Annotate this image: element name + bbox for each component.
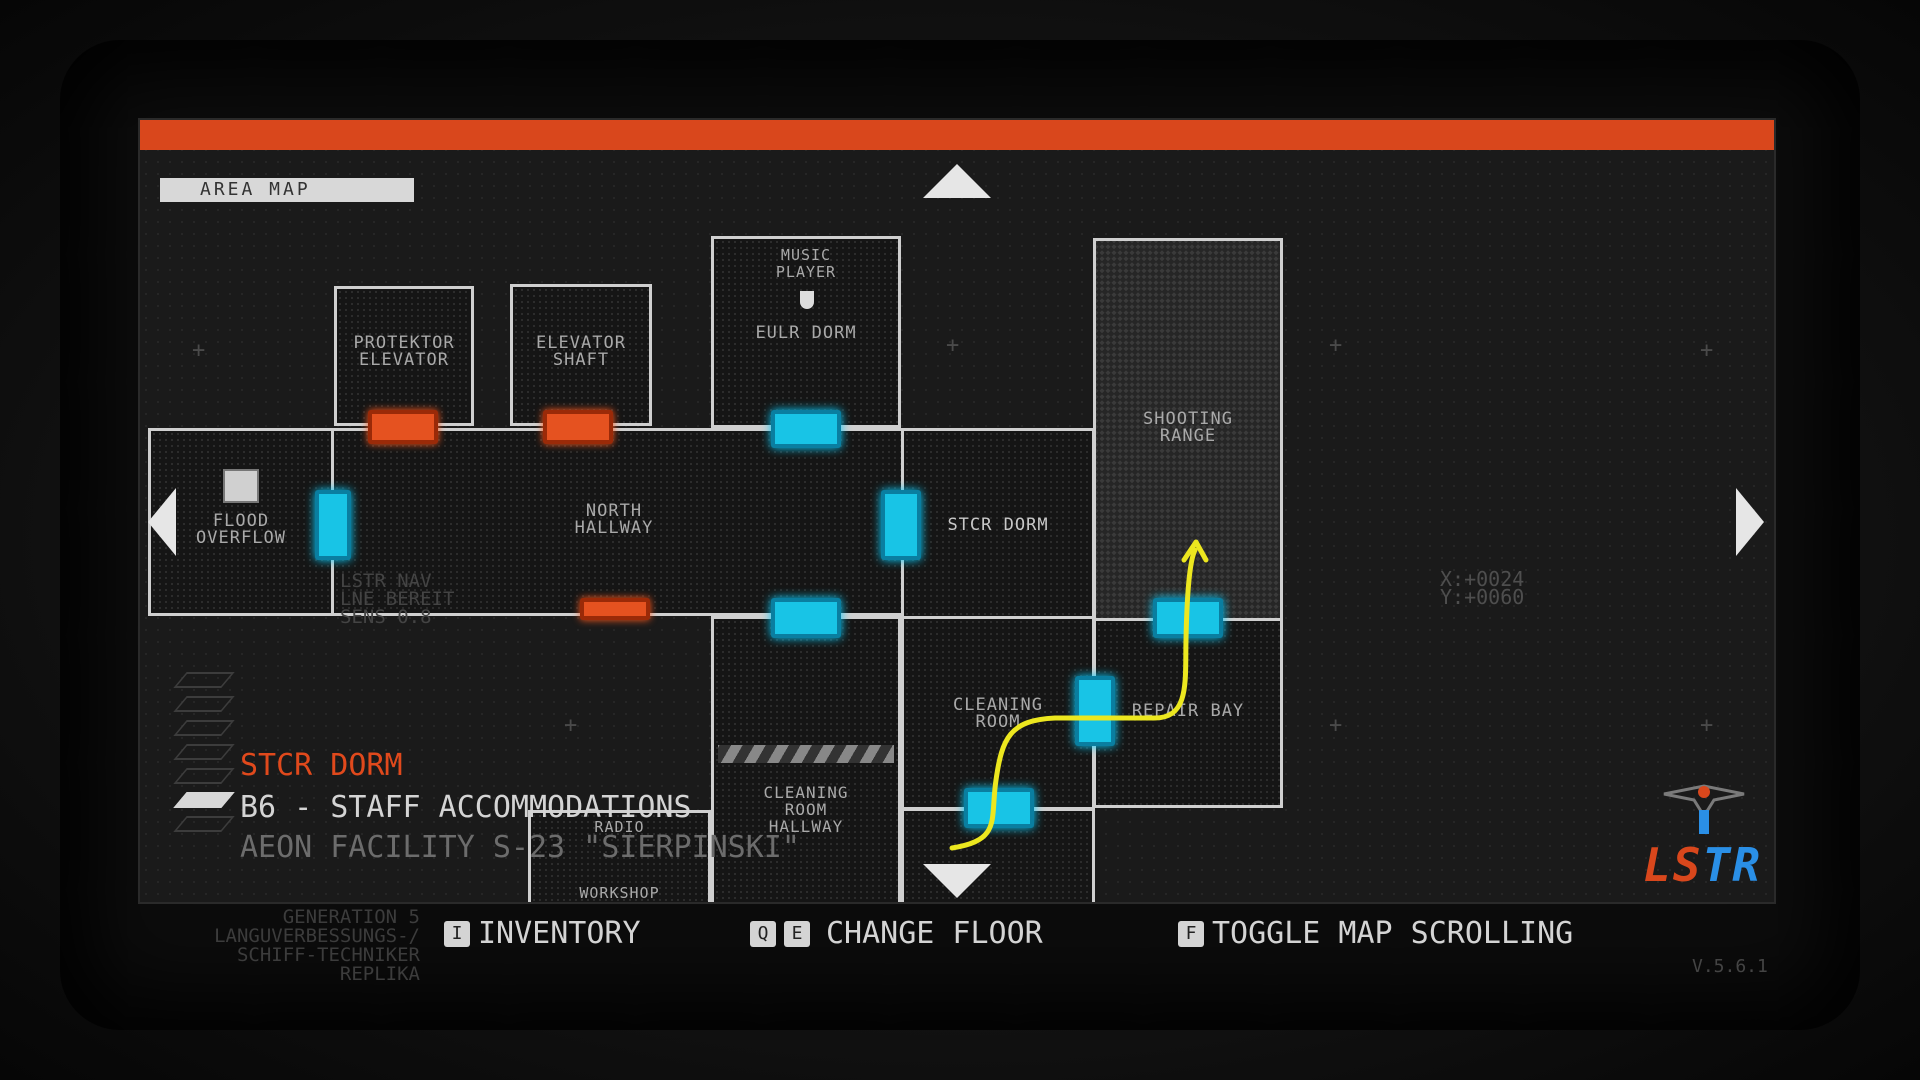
key-f-icon: F [1178,920,1204,947]
room-label: MUSIC PLAYER [775,246,837,281]
area-map-tag: AREA MAP [160,178,414,202]
map-panel: AREA MAP + + + + + + + PROTEKTOR ELEVATO… [138,118,1776,904]
scroll-right-arrow-icon[interactable] [1736,488,1764,556]
music-player-icon[interactable] [800,291,814,309]
grid-plus-icon: + [946,333,960,358]
room-label: CLEANING ROOM HALLWAY [763,783,849,836]
room-label: RADIO [594,818,645,836]
toggle-scroll-label: TOGGLE MAP SCROLLING [1212,916,1574,951]
room-protektor-elevator: PROTEKTOR ELEVATOR [334,286,474,426]
door-open[interactable] [315,490,351,560]
gen-line: LANGUVERBESSUNGS-/ [214,925,420,947]
room-label: EULR DORM [755,323,857,343]
coordinate-readout: X:+0024 Y:+0060 [1440,567,1525,609]
room-shooting-range: SHOOTING RANGE [1093,238,1283,626]
room-elevator-shaft: ELEVATOR SHAFT [510,284,652,426]
current-room: STCR DORM [240,748,403,783]
footer-bar: GENERATION 5 LANGUVERBESSUNGS-/ SCHIFF-T… [0,900,1920,1000]
lstr-emblem-icon [1663,784,1745,834]
room-label: NORTH HALLWAY [574,501,654,538]
coord-y: Y:+0060 [1440,585,1525,609]
door-open[interactable] [771,598,841,638]
floor-marker [173,672,235,688]
facility-name: AEON FACILITY S-23 "SIERPINSKI" [240,830,800,865]
room-workshop: RADIO WORKSHOP [528,810,711,902]
inventory-hint[interactable]: I INVENTORY [444,916,641,951]
door-open[interactable] [771,410,841,448]
change-floor-label: CHANGE FLOOR [826,916,1043,951]
door-open[interactable] [964,788,1034,828]
scroll-down-arrow-icon[interactable] [923,864,991,898]
room-label: WORKSHOP [579,884,660,902]
key-q-icon: Q [750,920,776,947]
nav-overlay-text: LSTR NAV LNE BEREIT SENS 0.8 [340,570,455,628]
coord-x: X:+0024 [1440,567,1525,591]
room-label: PROTEKTOR ELEVATOR [353,333,455,370]
hazard-stripe [718,745,894,763]
floor-marker-current [173,792,235,808]
nav-line: SENS 0.8 [340,606,432,628]
accent-bar [140,120,1774,150]
room-flood-overflow: FLOOD OVERFLOW [148,428,334,616]
floor-marker [173,696,235,712]
floor-marker [173,768,235,784]
nav-line: LSTR NAV [340,570,432,592]
grid-plus-icon: + [1329,333,1343,358]
key-e-icon: E [784,920,810,947]
grid-plus-icon: + [1700,713,1714,738]
nav-line: LNE BEREIT [340,588,455,610]
room-label: FLOOD OVERFLOW [196,511,286,548]
gen-line: GENERATION 5 [282,906,420,928]
room-label: REPAIR BAY [1131,701,1245,721]
area-map[interactable]: + + + + + + + PROTEKTOR ELEVATOR ELEVATO… [140,120,1774,902]
current-floor: B6 - STAFF ACCOMMODATIONS [240,790,692,825]
change-floor-hint[interactable]: Q E CHANGE FLOOR [750,916,1043,951]
floor-marker [173,744,235,760]
lstr-logo: LSTR [1643,838,1762,892]
room-stcr-dorm: STCR DORM [901,428,1095,620]
key-i-icon: I [444,920,470,947]
door-open[interactable] [1075,676,1115,746]
room-label: SHOOTING RANGE [1143,409,1233,446]
room-eulr-dorm: MUSIC PLAYER EULR DORM [711,236,901,428]
door-open[interactable] [881,490,921,560]
gen-line: REPLIKA [339,963,420,985]
grid-plus-icon: + [564,713,578,738]
version-label: V.5.6.1 [1692,956,1768,977]
grid-plus-icon: + [1329,713,1343,738]
toggle-scroll-hint[interactable]: F TOGGLE MAP SCROLLING [1178,916,1573,951]
generation-info: GENERATION 5 LANGUVERBESSUNGS-/ SCHIFF-T… [120,908,420,984]
room-label: ELEVATOR SHAFT [536,333,626,370]
door-locked[interactable] [580,598,650,620]
floor-marker [173,720,235,736]
scroll-left-arrow-icon[interactable] [148,488,176,556]
grid-plus-icon: + [1700,338,1714,363]
room-cleaning-room-hallway: CLEANING ROOM HALLWAY [711,616,901,902]
scroll-up-arrow-icon[interactable] [923,164,991,198]
door-locked[interactable] [543,410,613,444]
inventory-label: INVENTORY [478,916,641,951]
floor-marker [173,816,235,832]
door-locked[interactable] [368,410,438,444]
gen-line: SCHIFF-TECHNIKER [236,944,420,966]
route-path [949,539,1209,851]
room-label: CLEANING ROOM [953,695,1043,732]
grid-plus-icon: + [192,338,206,363]
floor-indicator [173,672,235,840]
save-point-icon[interactable] [223,469,259,503]
room-cleaning-room: CLEANING ROOM [901,616,1095,810]
room-label: STCR DORM [947,515,1049,535]
